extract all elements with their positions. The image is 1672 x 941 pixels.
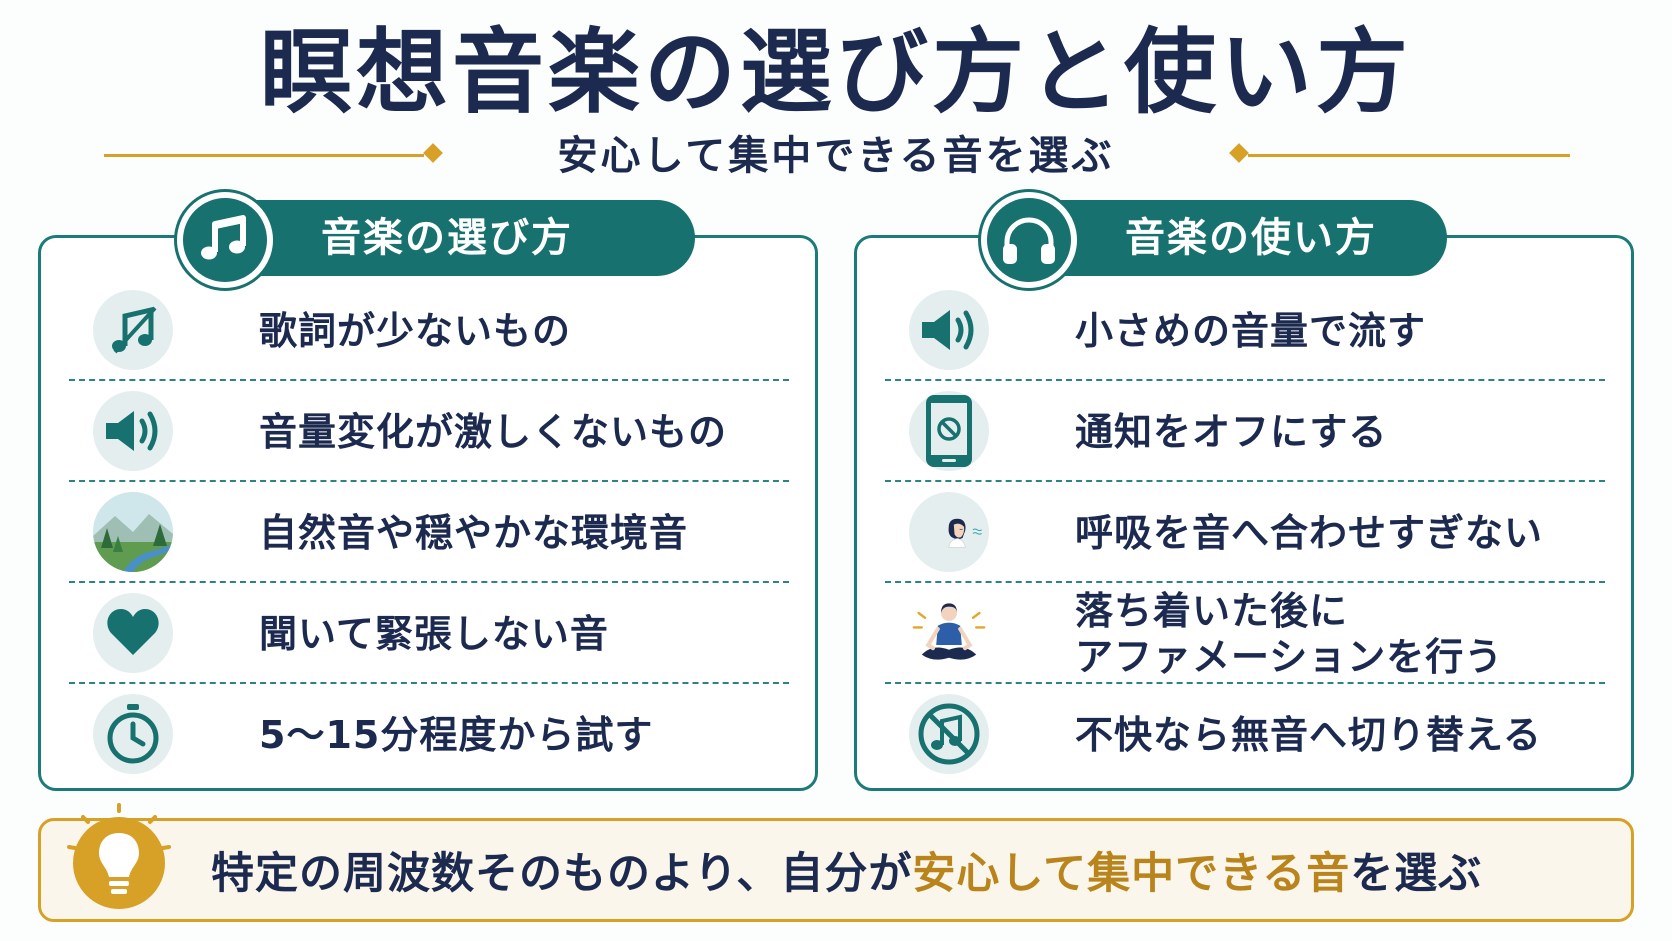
phone-notifications-off-icon: [909, 391, 989, 471]
list-item-text: 通知をオフにする: [1075, 409, 1388, 454]
music-off-icon: [909, 694, 989, 774]
list-item: 通知をオフにする: [885, 381, 1605, 482]
list-item-text: 自然音や穏やかな環境音: [259, 510, 689, 555]
list-item-text: 歌詞が少ないもの: [259, 308, 572, 353]
list-item: 不快なら無音へ切り替える: [885, 684, 1605, 785]
list-item-text: 5〜15分程度から試す: [259, 712, 654, 757]
list-item: 自然音や穏やかな環境音: [69, 482, 789, 583]
headphones-icon: [981, 192, 1077, 288]
subtitle-divider-right: [1248, 154, 1570, 157]
list-item-text: 不快なら無音へ切り替える: [1075, 712, 1542, 757]
list-item-text: 聞いて緊張しない音: [259, 611, 609, 656]
list-item-text: 呼吸を音へ合わせすぎない: [1075, 510, 1544, 555]
lightbulb-icon: [61, 803, 177, 919]
list-item: 音量変化が激しくないもの: [69, 381, 789, 482]
speaker-icon: [93, 391, 173, 471]
list-item: 歌詞が少ないもの: [69, 280, 789, 381]
subtitle-row: 安心して集中できる音を選ぶ: [0, 128, 1672, 184]
tip-text-highlight: 安心して集中できる音: [912, 849, 1351, 899]
list-item: 落ち着いた後に アファメーションを行う: [885, 583, 1605, 684]
selection-panel: 音楽の選び方 歌詞が少ないもの 音量変化が激しくな: [38, 192, 818, 791]
selection-panel-header: 音楽の選び方: [177, 192, 695, 288]
selection-list: 歌詞が少ないもの 音量変化が激しくないもの: [69, 280, 789, 785]
stopwatch-icon: [93, 694, 173, 774]
usage-panel-title: 音楽の使い方: [1125, 215, 1377, 261]
page-title: 瞑想音楽の選び方と使い方: [259, 19, 1412, 126]
tip-text-after: を選ぶ: [1350, 849, 1483, 899]
meditating-person-icon: [909, 593, 989, 673]
list-item: 小さめの音量で流す: [885, 280, 1605, 381]
list-item: 呼吸を音へ合わせすぎない: [885, 482, 1605, 583]
breathing-woman-icon: [909, 492, 989, 572]
list-item-text-line1: 落ち着いた後に: [1075, 588, 1349, 633]
heart-icon: [93, 593, 173, 673]
list-item-text: 音量変化が激しくないもの: [259, 409, 728, 454]
page-subtitle: 安心して集中できる音を選ぶ: [557, 133, 1115, 179]
tip-text-before: 特定の周波数そのものより、自分が: [211, 849, 913, 899]
usage-panel-header: 音楽の使い方: [981, 192, 1447, 288]
list-item-text-line2: アファメーションを行う: [1075, 634, 1504, 679]
tip-banner: 特定の周波数そのものより、自分が安心して集中できる音を選ぶ: [38, 803, 1634, 922]
selection-panel-title: 音楽の選び方: [321, 215, 573, 261]
usage-list: 小さめの音量で流す 通知をオフにする: [885, 280, 1605, 785]
list-item: 聞いて緊張しない音: [69, 583, 789, 684]
subtitle-divider-left: [104, 154, 424, 157]
tip-text: 特定の周波数そのものより、自分が安心して集中できる音を選ぶ: [211, 821, 1482, 919]
nature-landscape-icon: [93, 492, 173, 572]
low-volume-speaker-icon: [909, 290, 989, 370]
usage-panel: 音楽の使い方 小さめの音量で流す: [854, 192, 1634, 791]
no-lyrics-music-icon: [93, 290, 173, 370]
list-item: 5〜15分程度から試す: [69, 684, 789, 785]
list-item-text: 小さめの音量で流す: [1075, 308, 1427, 353]
list-item-text: 落ち着いた後に アファメーションを行う: [1075, 583, 1503, 684]
music-note-icon: [177, 192, 273, 288]
